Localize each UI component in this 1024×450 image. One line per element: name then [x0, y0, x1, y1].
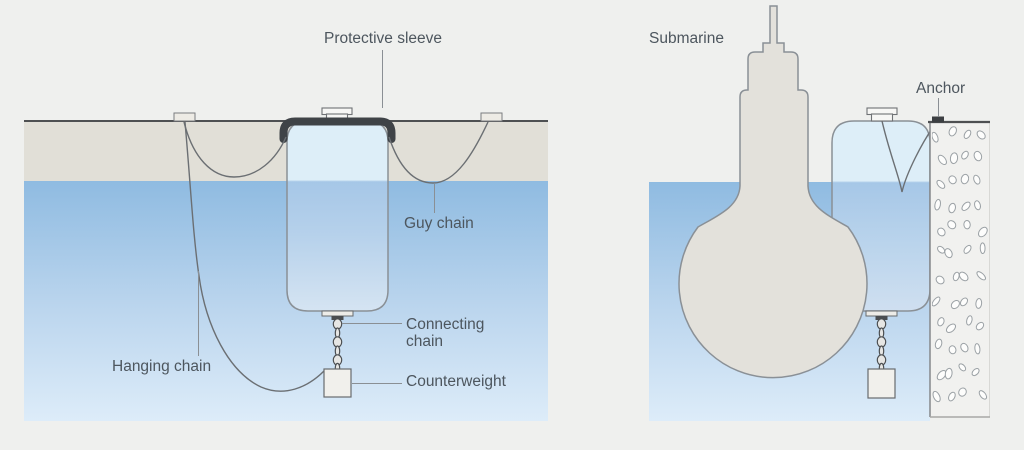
concrete-texture — [932, 126, 988, 403]
counterweight-pointer — [352, 383, 402, 384]
buoy-body — [286, 120, 389, 312]
protective-sleeve-label: Protective sleeve — [324, 30, 443, 47]
anchor-bolt — [932, 116, 944, 123]
ice-anchor-column — [928, 120, 990, 418]
connecting-chain-stowed — [875, 316, 888, 375]
connecting-chain-label: Connecting chain — [406, 316, 485, 350]
buoy-bottom-flange-stowed — [865, 310, 898, 317]
water-left — [24, 181, 548, 421]
connecting-chain — [331, 316, 344, 376]
counterweight — [323, 368, 352, 398]
hanging-chain — [184, 121, 325, 392]
protective-sleeve-pointer — [382, 50, 383, 108]
counterweight-stowed — [867, 368, 896, 399]
guy-chain-label: Guy chain — [404, 215, 474, 232]
protective-sleeve — [279, 117, 396, 143]
guy-chain-left — [183, 121, 287, 178]
submarine-label: Submarine — [649, 30, 724, 47]
connecting-chain-pointer — [342, 323, 402, 324]
anchor-label: Anchor — [916, 80, 966, 97]
anchor-rope — [881, 120, 937, 193]
buoy-bottom-flange — [321, 310, 354, 317]
anchor-pointer — [937, 98, 939, 117]
submarine-hull — [678, 5, 868, 379]
hanging-chain-label: Hanging chain — [112, 358, 212, 375]
ice-anchor-tab-left — [173, 112, 196, 122]
buoy-top-cap-stowed — [866, 107, 898, 122]
hanging-chain-pointer — [197, 271, 199, 356]
guy-chain-pointer — [434, 184, 435, 213]
guy-chain-right — [388, 121, 489, 184]
counterweight-label: Counterweight — [406, 373, 506, 390]
ice-anchor-tab-right — [480, 112, 503, 122]
